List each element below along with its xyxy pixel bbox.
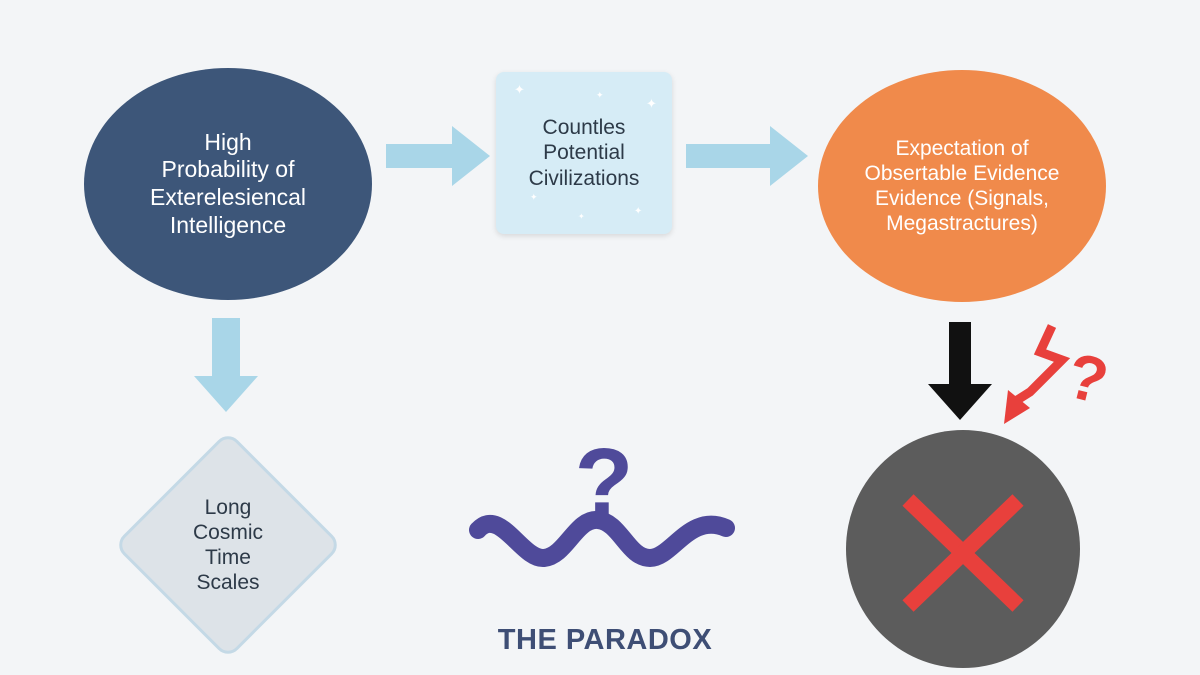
x-icon <box>902 494 1024 612</box>
node-high-probability: High Probability of Exterelesiencal Inte… <box>84 68 372 300</box>
arrow-high-to-countless <box>386 126 490 186</box>
sparkle-icon: ✦ <box>578 212 585 221</box>
node-high-probability-label: High Probability of Exterelesiencal Inte… <box>150 128 306 238</box>
node-expectation-evidence: Expectation of Obsertable Evidence Evide… <box>818 70 1106 302</box>
node-long-time-scales-label: Long Cosmic Time Scales <box>192 495 263 595</box>
node-countless-civilizations: ✦ ✦ ✦ ✦ ✦ ✦ Countles Potential Civilizat… <box>496 72 672 234</box>
arrow-expectation-to-nothing <box>928 322 992 420</box>
sparkle-icon: ✦ <box>530 192 538 202</box>
arrow-high-to-long <box>194 318 258 412</box>
paradox-question-mark: ? <box>575 429 634 536</box>
sparkle-icon: ✦ <box>596 90 604 100</box>
node-long-time-scales: Long Cosmic Time Scales <box>107 430 349 660</box>
node-expectation-evidence-label: Expectation of Obsertable Evidence Evide… <box>864 136 1060 236</box>
wave-icon <box>469 511 735 567</box>
paradox-title: THE PARADOX <box>497 624 713 656</box>
sparkle-icon: ✦ <box>646 96 657 111</box>
node-countless-civilizations-label: Countles Potential Civilizations <box>528 116 640 190</box>
sparkle-icon: ✦ <box>634 206 643 217</box>
arrow-countless-to-expectation <box>686 126 808 186</box>
sparkle-icon: ✦ <box>514 82 525 97</box>
lightning-arrow-icon <box>1004 324 1071 424</box>
